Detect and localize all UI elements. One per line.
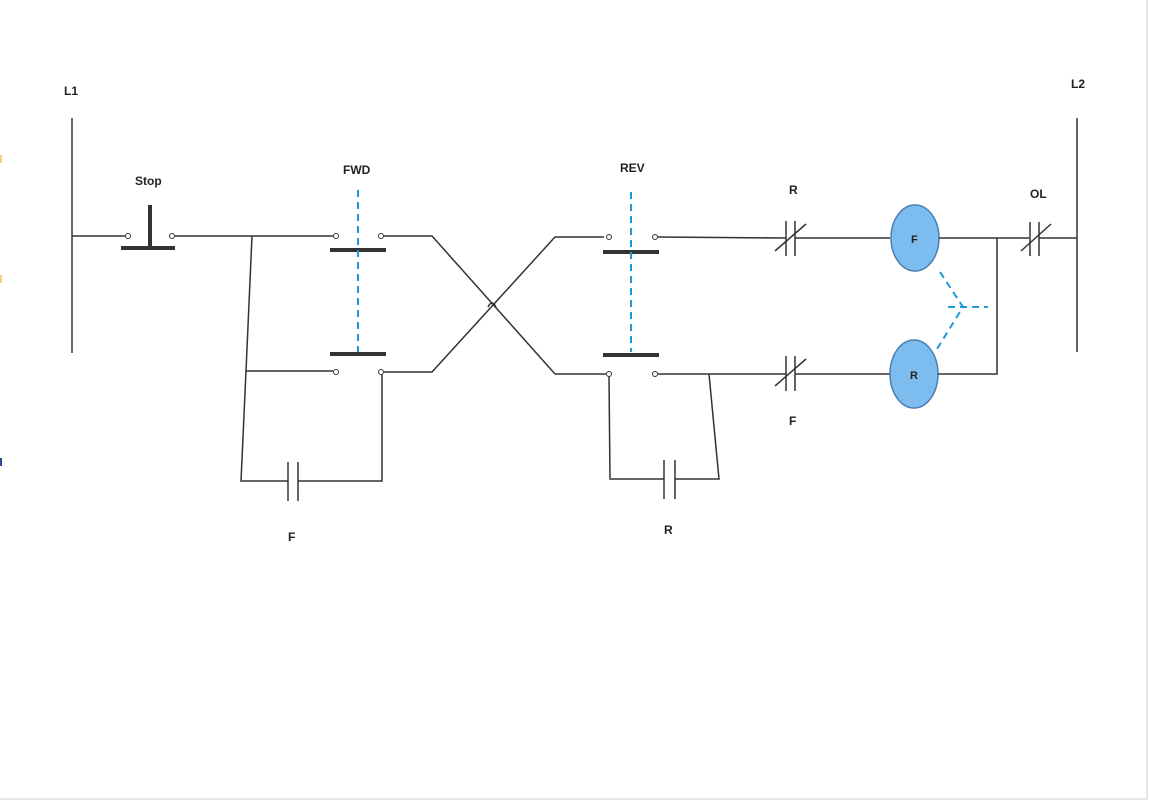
mechanical-interlock [936,271,988,350]
wire [240,370,288,482]
rail-l2-label: L2 [1071,77,1085,91]
edge-mark [0,458,2,466]
rail-l1-label: L1 [64,84,78,98]
svg-text:R: R [910,370,918,382]
seal-in-contact-r [663,460,676,499]
edge-mark [0,155,2,163]
stop-pushbutton [72,205,252,250]
wire [608,376,664,480]
wire [675,373,720,480]
seal-in-r-label: R [664,523,673,537]
forward-coil: F [890,204,940,272]
stop-label: Stop [135,174,162,188]
seal-in-contact-f [287,462,299,501]
wire [245,235,333,372]
rev-label: REV [620,161,645,175]
wire [657,236,787,239]
reverse-coil: R [889,339,939,409]
wire [298,374,383,482]
wire-hop [487,302,497,308]
fwd-label: FWD [343,163,371,177]
interlock-f-label: F [789,414,796,428]
interlock-r-label: R [789,183,798,197]
seal-in-f-label: F [288,530,295,544]
edge-mark [0,275,2,283]
overload-contact [1020,222,1052,256]
fwd-pushbutton [330,190,386,375]
wire [384,235,556,375]
svg-text:F: F [911,234,918,246]
wire [938,238,998,375]
rev-pushbutton [603,192,659,377]
overload-label: OL [1030,187,1047,201]
